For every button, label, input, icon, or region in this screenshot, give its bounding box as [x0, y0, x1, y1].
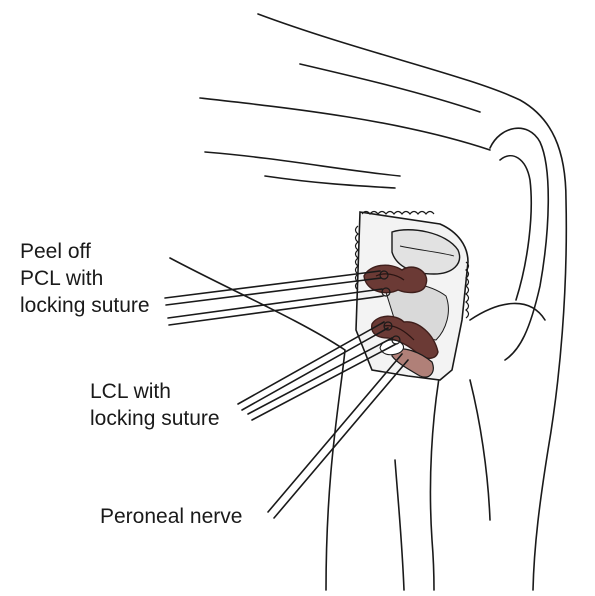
- label-pcl-line3: locking suture: [20, 294, 150, 317]
- pcl-suture-line-lower-2: [168, 295, 384, 326]
- leg-outline-inner: [469, 302, 546, 321]
- calf-line: [394, 459, 405, 591]
- thigh-fold-2: [204, 151, 401, 177]
- thigh-fold-4: [299, 63, 481, 113]
- patella-outline: [489, 127, 550, 361]
- thigh-outline: [257, 13, 568, 591]
- label-pcl: Peel off PCL with locking suture: [20, 238, 150, 319]
- label-lcl-line1: LCL with: [90, 380, 171, 403]
- patella-inner: [499, 155, 532, 301]
- tibia-line: [469, 379, 491, 521]
- leader-lines: [164, 270, 409, 519]
- lcl-suture-line-upper-2: [241, 327, 389, 411]
- femoral-condyle: [391, 229, 461, 275]
- lcl-suture-line-upper: [237, 321, 385, 405]
- label-nerve-line1: Peroneal nerve: [100, 505, 243, 528]
- nerve-leader-line-2: [273, 359, 409, 519]
- thigh-fold-1: [199, 97, 491, 151]
- pcl-suture-line-upper: [164, 270, 381, 299]
- pcl-ligament: [363, 264, 428, 294]
- label-lcl: LCL with locking suture: [90, 378, 220, 432]
- label-pcl-line1: Peel off: [20, 240, 91, 263]
- pcl-suture-line-lower: [167, 288, 383, 319]
- leg-outline-mid: [429, 371, 441, 591]
- thigh-fold-3: [264, 175, 396, 189]
- peroneal-nerve: [391, 348, 434, 378]
- label-pcl-line2: PCL with: [20, 267, 104, 290]
- nerve-leader-line: [267, 353, 403, 513]
- pcl-suture-line-upper-2: [165, 277, 382, 306]
- lcl-ligament: [371, 315, 439, 359]
- label-lcl-line2: locking suture: [90, 407, 220, 430]
- leg-outline-left: [169, 257, 346, 591]
- label-nerve: Peroneal nerve: [100, 503, 242, 530]
- lcl-suture-line-lower-2: [251, 343, 397, 421]
- lcl-suture-line-lower: [247, 337, 393, 415]
